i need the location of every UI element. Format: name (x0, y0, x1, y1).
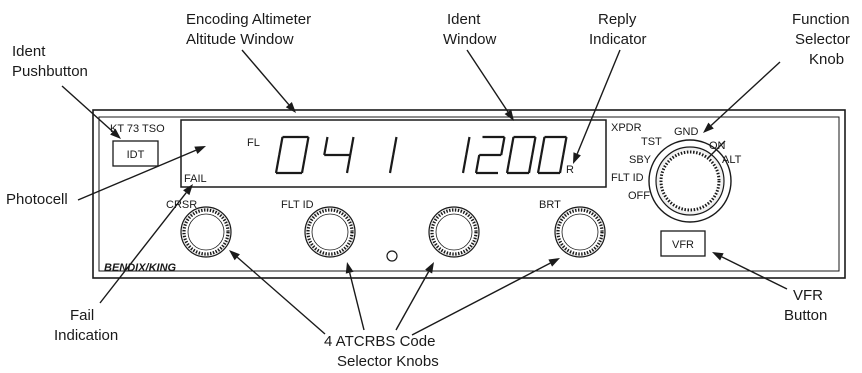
ident-leader (61, 85, 121, 139)
function-label-tst: TST (641, 136, 662, 148)
function-label-sby: SBY (629, 154, 652, 166)
callout-text: Ident (12, 43, 46, 60)
callout-function-selector: Function Selector Knob (792, 11, 850, 68)
brt-knob[interactable] (554, 206, 606, 258)
function-label-xpdr: XPDR (611, 122, 642, 134)
callout-code-knobs: 4 ATCRBS Code Selector Knobs (324, 333, 439, 370)
callout-text: Fail (70, 307, 94, 324)
code-leader-3 (395, 262, 434, 331)
function-selector-knob[interactable] (648, 139, 732, 223)
callout-vfr-button: VFR Button (784, 287, 827, 324)
knob-label-flt-id: FLT ID (281, 199, 314, 211)
code-leader-4 (411, 258, 560, 336)
reply-indicator: R (566, 164, 574, 176)
callout-text: VFR (793, 287, 823, 304)
fl-label: FL (247, 137, 260, 149)
crsr-knob[interactable] (180, 206, 232, 258)
callout-text: 4 ATCRBS Code (324, 333, 435, 350)
altitude-leader (241, 49, 296, 113)
callout-text: Selector (795, 31, 850, 48)
code-knob-3[interactable] (428, 206, 480, 258)
idt-button[interactable]: IDT (112, 140, 159, 167)
leader-lines (61, 49, 788, 336)
code-leader-2 (345, 262, 365, 331)
callout-text: Knob (809, 51, 844, 68)
callout-text: Selector Knobs (337, 353, 439, 370)
altitude-digit-1 (388, 136, 398, 174)
code-leader-1 (229, 250, 326, 335)
fail-leader (99, 184, 193, 304)
vfr-leader (712, 252, 788, 290)
altitude-digit-0 (274, 135, 310, 175)
code-digit-2 (474, 135, 506, 175)
callout-text: Indicator (589, 31, 647, 48)
vfr-button[interactable]: VFR (660, 230, 706, 257)
code-digit-0 (536, 135, 568, 175)
vfr-button-label: VFR (672, 239, 694, 251)
callout-text: Reply (598, 11, 637, 28)
function-label-off: OFF (628, 190, 650, 202)
brand-logo: BENDIX/KING (104, 262, 177, 274)
knob-label-crsr: CRSR (166, 199, 197, 211)
callout-text: Encoding Altimeter (186, 11, 311, 28)
altitude-display (274, 135, 398, 175)
callout-photocell: Photocell (6, 191, 68, 208)
code-digit-0 (505, 135, 537, 175)
callout-ident-window: Ident Window (443, 11, 497, 48)
altitude-digit-4 (323, 136, 355, 174)
callout-fail-indication: Fail Indication (54, 307, 118, 344)
reply-leader (573, 49, 621, 164)
function-label-gnd: GND (674, 126, 699, 138)
function-label-flt-id: FLT ID (611, 172, 644, 184)
callout-text: Pushbutton (12, 63, 88, 80)
idt-button-label: IDT (127, 149, 145, 161)
photocell-sensor (386, 250, 398, 262)
callout-text: Button (784, 307, 827, 324)
function-label-on: ON (709, 140, 726, 152)
panel-inner-border (98, 116, 840, 272)
callout-encoding-altimeter: Encoding Altimeter Altitude Window (186, 11, 311, 48)
knob-label-brt: BRT (539, 199, 561, 211)
ident-window-leader (466, 49, 514, 121)
photocell-leader (77, 146, 206, 201)
callout-reply-indicator: Reply Indicator (589, 11, 647, 48)
model-label: KT 73 TSO (110, 123, 165, 135)
fail-indicator: FAIL (184, 173, 207, 185)
callout-text: Ident (447, 11, 481, 28)
callout-text: Altitude Window (186, 31, 294, 48)
function-leader (703, 61, 781, 133)
callout-text: Indication (54, 327, 118, 344)
code-digit-1 (461, 136, 471, 174)
ident-code-display (461, 135, 568, 175)
callout-text: Window (443, 31, 497, 48)
callout-ident-pushbutton: Ident Pushbutton (12, 43, 88, 80)
callout-text: Function (792, 11, 850, 28)
flt-id-knob[interactable] (304, 206, 356, 258)
